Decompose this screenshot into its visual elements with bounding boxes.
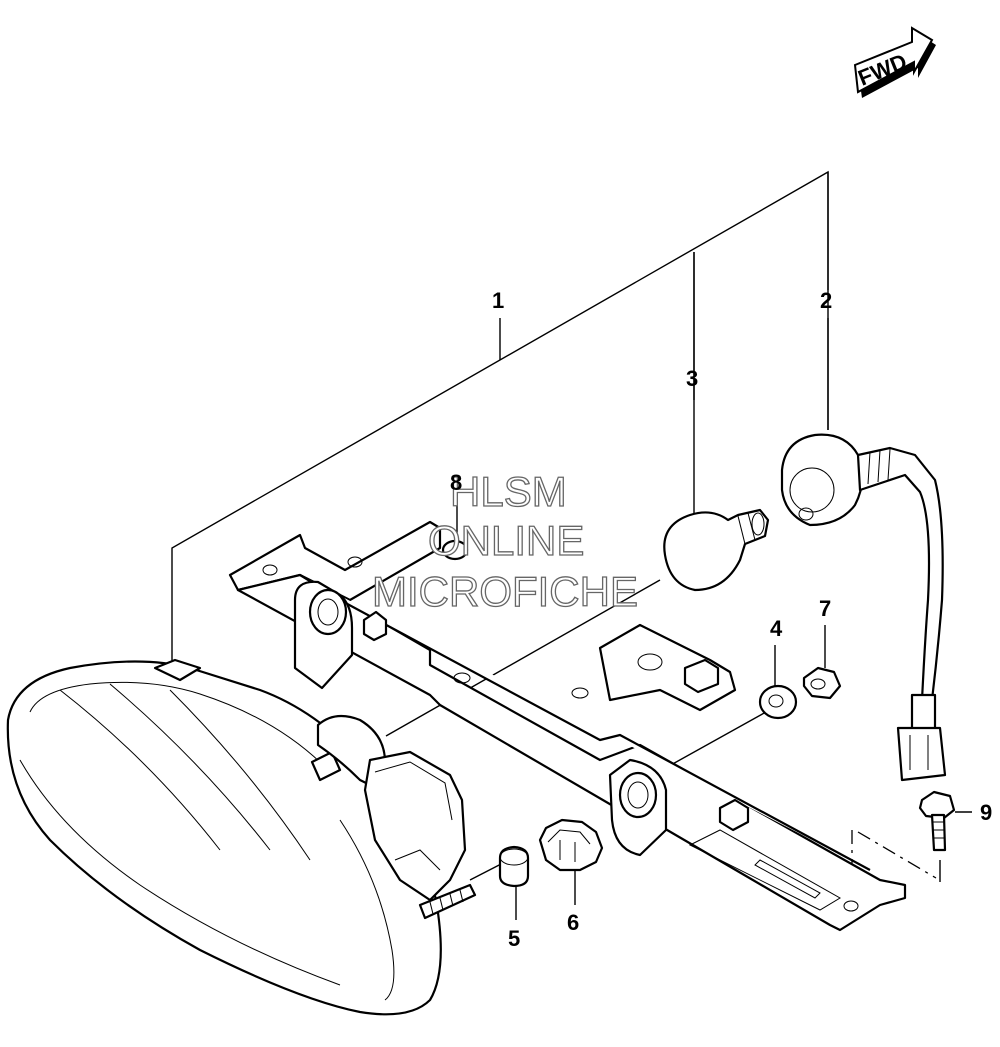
tail-lamp-housing <box>6 658 477 1016</box>
clip <box>441 539 469 561</box>
watermark: HLSM ONLINE MICROFICHE <box>371 467 638 615</box>
socket-harness <box>780 433 947 782</box>
bulb <box>663 508 770 592</box>
bolt <box>918 790 956 852</box>
watermark-line1: HLSM <box>450 468 567 515</box>
callout-8: 8 <box>450 470 462 495</box>
watermark-line2: ONLINE <box>428 517 584 564</box>
callout-6: 6 <box>567 910 579 935</box>
nut <box>802 666 842 700</box>
watermark-line3: MICROFICHE <box>372 568 638 615</box>
callout-9: 9 <box>980 800 992 825</box>
washer <box>758 684 798 720</box>
callout-2: 2 <box>820 288 832 313</box>
callout-labels: 1 2 3 4 5 6 7 8 9 <box>450 288 992 951</box>
leader-lines <box>171 170 972 920</box>
mounting-bracket <box>228 520 907 932</box>
callout-7: 7 <box>819 596 831 621</box>
callout-5: 5 <box>508 926 520 951</box>
grommet-nut <box>538 818 604 872</box>
fwd-arrow-icon: FWD <box>853 26 936 98</box>
collar <box>498 845 530 888</box>
callout-3: 3 <box>686 366 698 391</box>
callout-4: 4 <box>770 616 783 641</box>
callout-1: 1 <box>492 288 504 313</box>
